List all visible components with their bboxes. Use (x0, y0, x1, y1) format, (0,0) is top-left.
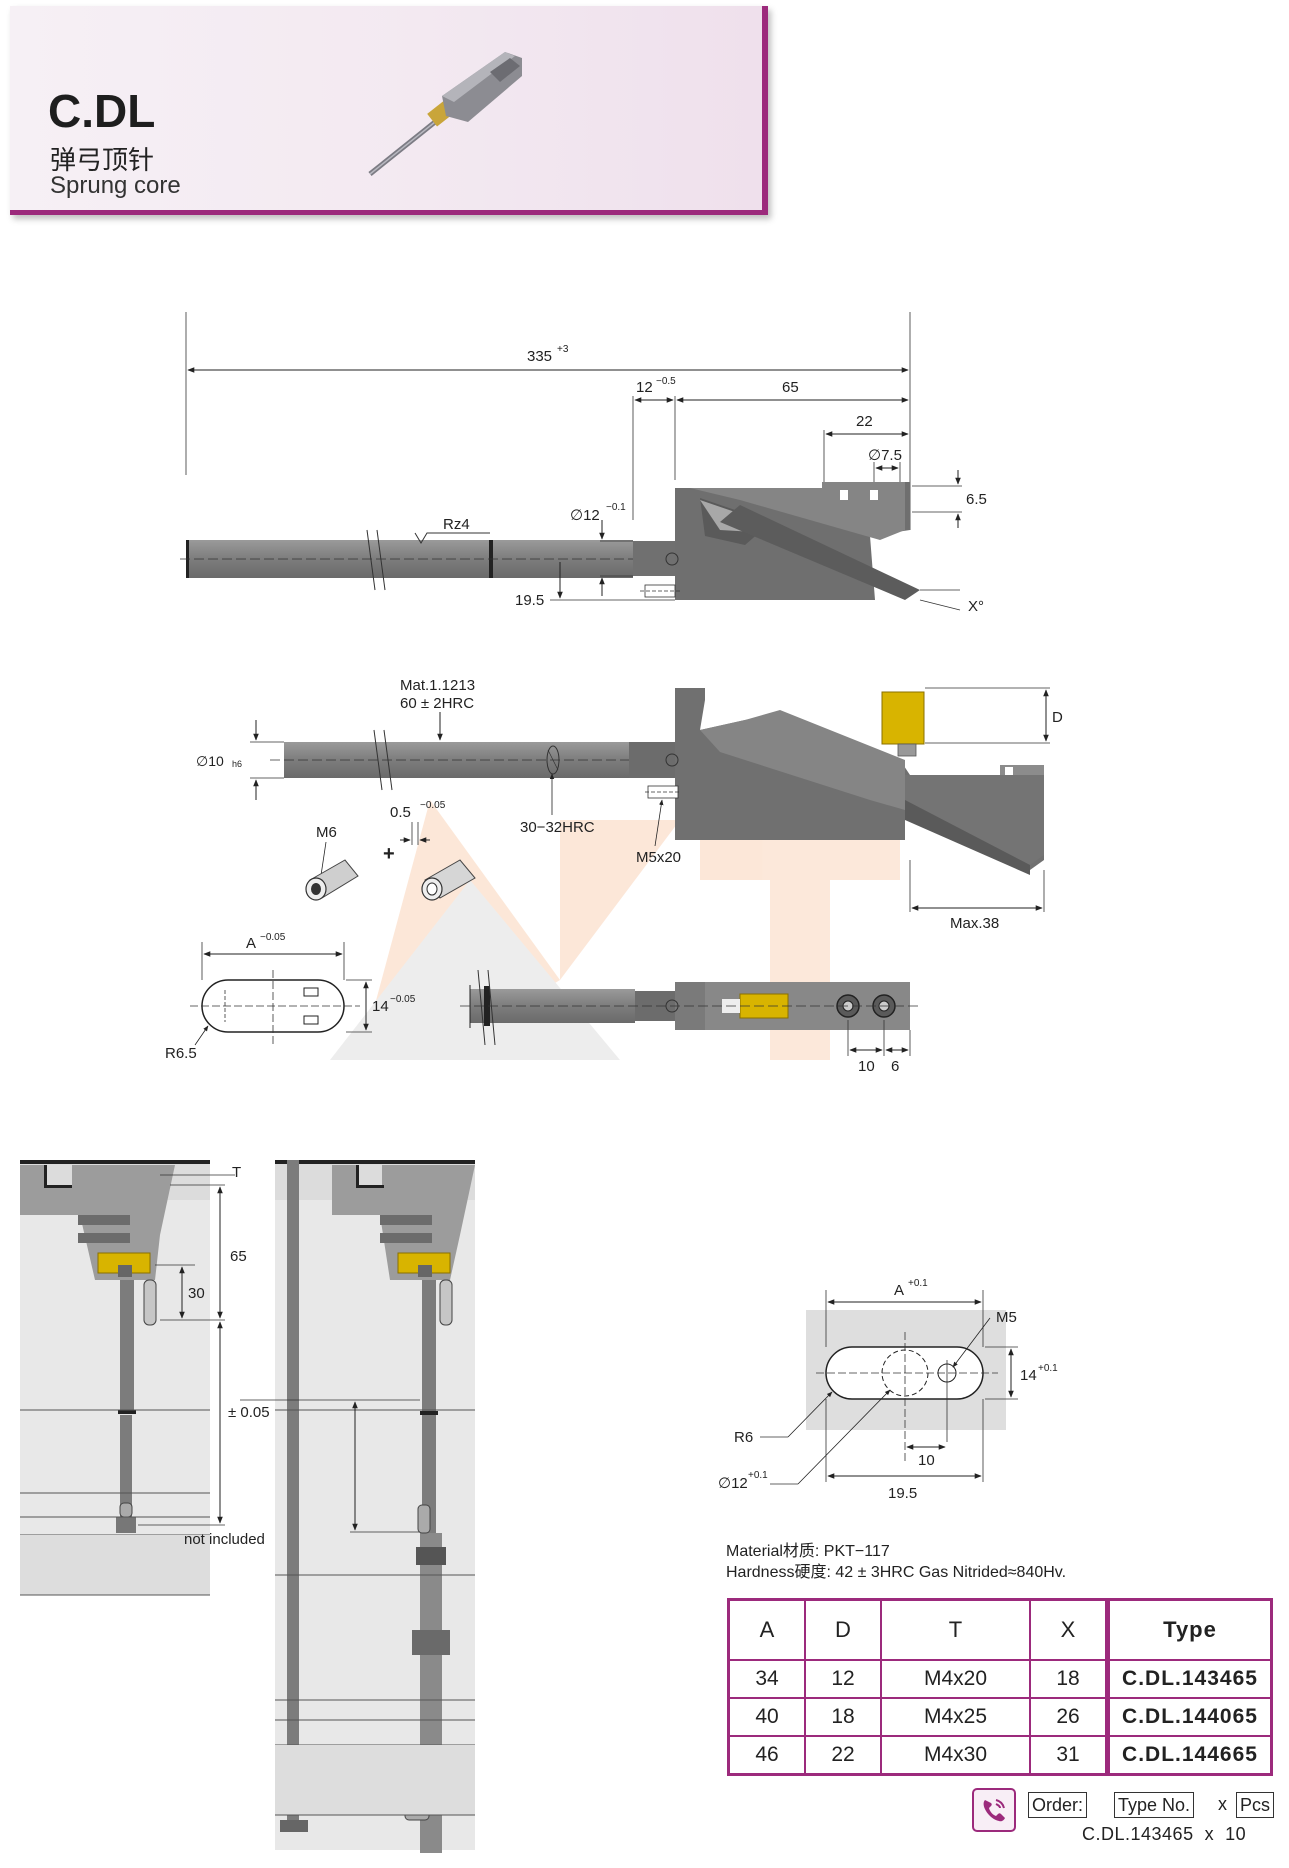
product-name-cn: 弹弓顶针 (50, 146, 155, 176)
assembly-t-label: T (232, 1164, 241, 1181)
cell-d: 18 (804, 1697, 882, 1737)
col-a-header: A (727, 1598, 806, 1661)
table-row: 46 22 M4x30 31 C.DL.144665 (727, 1735, 1273, 1776)
product-name-en: Sprung core (50, 172, 181, 199)
order-x: x (1218, 1794, 1227, 1814)
top-10-label: 10 (858, 1058, 875, 1075)
table-row: 40 18 M4x25 26 C.DL.144065 (727, 1697, 1273, 1737)
cell-d: 12 (804, 1659, 882, 1699)
dim-12: 12 (636, 379, 653, 396)
pocket-m5-label: M5 (996, 1309, 1017, 1326)
top-r65-label: R6.5 (165, 1045, 197, 1062)
spec-notes: Material材质: PKT−117 Hardness硬度: 42 ± 3HR… (726, 1541, 1066, 1583)
technical-drawings: 335 +3 12 −0.5 65 22 ∅7.5 6.5 Rz4 (165, 312, 1063, 1075)
dim-dia12: ∅12 (570, 507, 600, 524)
front-view-drawing: Mat.1.1213 60 ± 2HRC ∅10 h6 D (196, 677, 1063, 932)
pcs-box: Pcs (1236, 1792, 1275, 1818)
spec-hardness: Hardness硬度: 42 ± 3HRC Gas Nitrided≈840Hv… (726, 1564, 1067, 1581)
surface-finish: Rz4 (443, 516, 470, 533)
top-6-label: 6 (891, 1058, 899, 1075)
pocket-dia12-tol: +0.1 (748, 1470, 768, 1481)
top-view-drawing: A −0.05 14 −0.05 R6.5 10 (165, 932, 920, 1075)
cell-t: M4x30 (880, 1735, 1031, 1776)
dim-6-5: 6.5 (966, 491, 987, 508)
product-code: C.DL (48, 85, 156, 137)
pocket-10-label: 10 (918, 1452, 935, 1469)
dim-22: 22 (856, 413, 873, 430)
table-row: 34 12 M4x20 18 C.DL.143465 (727, 1659, 1273, 1699)
pocket-a-tol: +0.1 (908, 1278, 928, 1289)
assembly-30-label: 30 (188, 1285, 205, 1302)
dim-dia10: ∅10 (196, 753, 224, 769)
col-t-header: T (880, 1598, 1031, 1661)
dim-total-tol: +3 (557, 344, 569, 355)
pocket-14-label: 14 (1020, 1367, 1037, 1384)
pocket-14-tol: +0.1 (1038, 1363, 1058, 1374)
pocket-19-5-label: 19.5 (888, 1485, 917, 1502)
cell-a: 46 (727, 1735, 806, 1776)
assembly-left: T 65 30 ± 0.05 not included (20, 1160, 270, 1596)
m6-label: M6 (316, 824, 337, 841)
top-a-tol: −0.05 (260, 932, 286, 943)
top-a-label: A (246, 935, 256, 952)
spec-material: Material材质: PKT−117 (726, 1543, 890, 1560)
dim-max38: Max.38 (950, 915, 999, 932)
assembly-sections: T 65 30 ± 0.05 not included (20, 1160, 475, 1853)
table-header-row: A D T X Type (727, 1598, 1273, 1661)
dim-dia10-tol: h6 (232, 759, 242, 769)
assembly-tol-label: ± 0.05 (228, 1404, 270, 1421)
cell-x: 26 (1029, 1697, 1109, 1737)
pocket-r6-label: R6 (734, 1429, 753, 1446)
shim-sleeve (421, 859, 476, 901)
pocket-dia12-label: ∅12 (718, 1475, 748, 1492)
col-type-header: Type (1105, 1598, 1273, 1661)
cell-t: M4x20 (880, 1659, 1031, 1699)
assembly-65-label: 65 (230, 1248, 247, 1265)
order-example: Order: Type No. x Pcs C.DL.143465 x 10 (970, 1788, 1275, 1846)
phone-icon[interactable] (972, 1788, 1016, 1832)
order-example-code: C.DL.143465 x 10 (1082, 1824, 1247, 1844)
cell-type: C.DL.144665 (1105, 1735, 1273, 1776)
header-banner: C.DL 弹弓顶针 Sprung core (10, 6, 768, 215)
shim-tol: −0.05 (420, 800, 446, 811)
hardness-note: 60 ± 2HRC (400, 695, 474, 712)
order-label: Order: (1028, 1792, 1088, 1818)
dim-total: 335 (527, 348, 552, 365)
top-14-tol: −0.05 (390, 994, 416, 1005)
cell-a: 34 (727, 1659, 806, 1699)
cell-x: 18 (1029, 1659, 1109, 1699)
pocket-a-label: A (894, 1282, 904, 1299)
shim-label: 0.5 (390, 804, 411, 821)
cell-type: C.DL.143465 (1105, 1659, 1273, 1699)
material-note: Mat.1.1213 (400, 677, 475, 694)
dim-dia12-tol: −0.1 (606, 502, 626, 513)
product-photo (368, 52, 522, 176)
dim-12-tol: −0.5 (656, 376, 676, 387)
pocket-detail: A +0.1 M5 14 +0.1 R6 ∅12 +0.1 10 19.5 (718, 1278, 1058, 1502)
dim-dia75: ∅7.5 (868, 447, 902, 464)
not-included-label: not included (184, 1531, 265, 1548)
screw-m6 (305, 859, 359, 901)
cell-type: C.DL.144065 (1105, 1697, 1273, 1737)
top-14-label: 14 (372, 998, 389, 1015)
plus-sign: + (383, 843, 395, 865)
dimension-table: A D T X Type 34 12 M4x20 18 C.DL.143465 … (727, 1598, 1273, 1776)
m5x20-note: M5x20 (636, 849, 681, 866)
type-no-box: Type No. (1114, 1792, 1195, 1818)
cell-t: M4x25 (880, 1697, 1031, 1737)
col-d-header: D (804, 1598, 882, 1661)
side-view-drawing: 335 +3 12 −0.5 65 22 ∅7.5 6.5 Rz4 (180, 312, 987, 615)
dim-19-5: 19.5 (515, 592, 544, 609)
cell-d: 22 (804, 1735, 882, 1776)
angle-x: X° (968, 598, 984, 615)
hrc-zone-note: 30−32HRC (520, 819, 595, 836)
cell-a: 40 (727, 1697, 806, 1737)
dim-d: D (1052, 709, 1063, 726)
cell-x: 31 (1029, 1735, 1109, 1776)
assembly-right (240, 1160, 475, 1853)
dim-65: 65 (782, 379, 799, 396)
col-x-header: X (1029, 1598, 1109, 1661)
